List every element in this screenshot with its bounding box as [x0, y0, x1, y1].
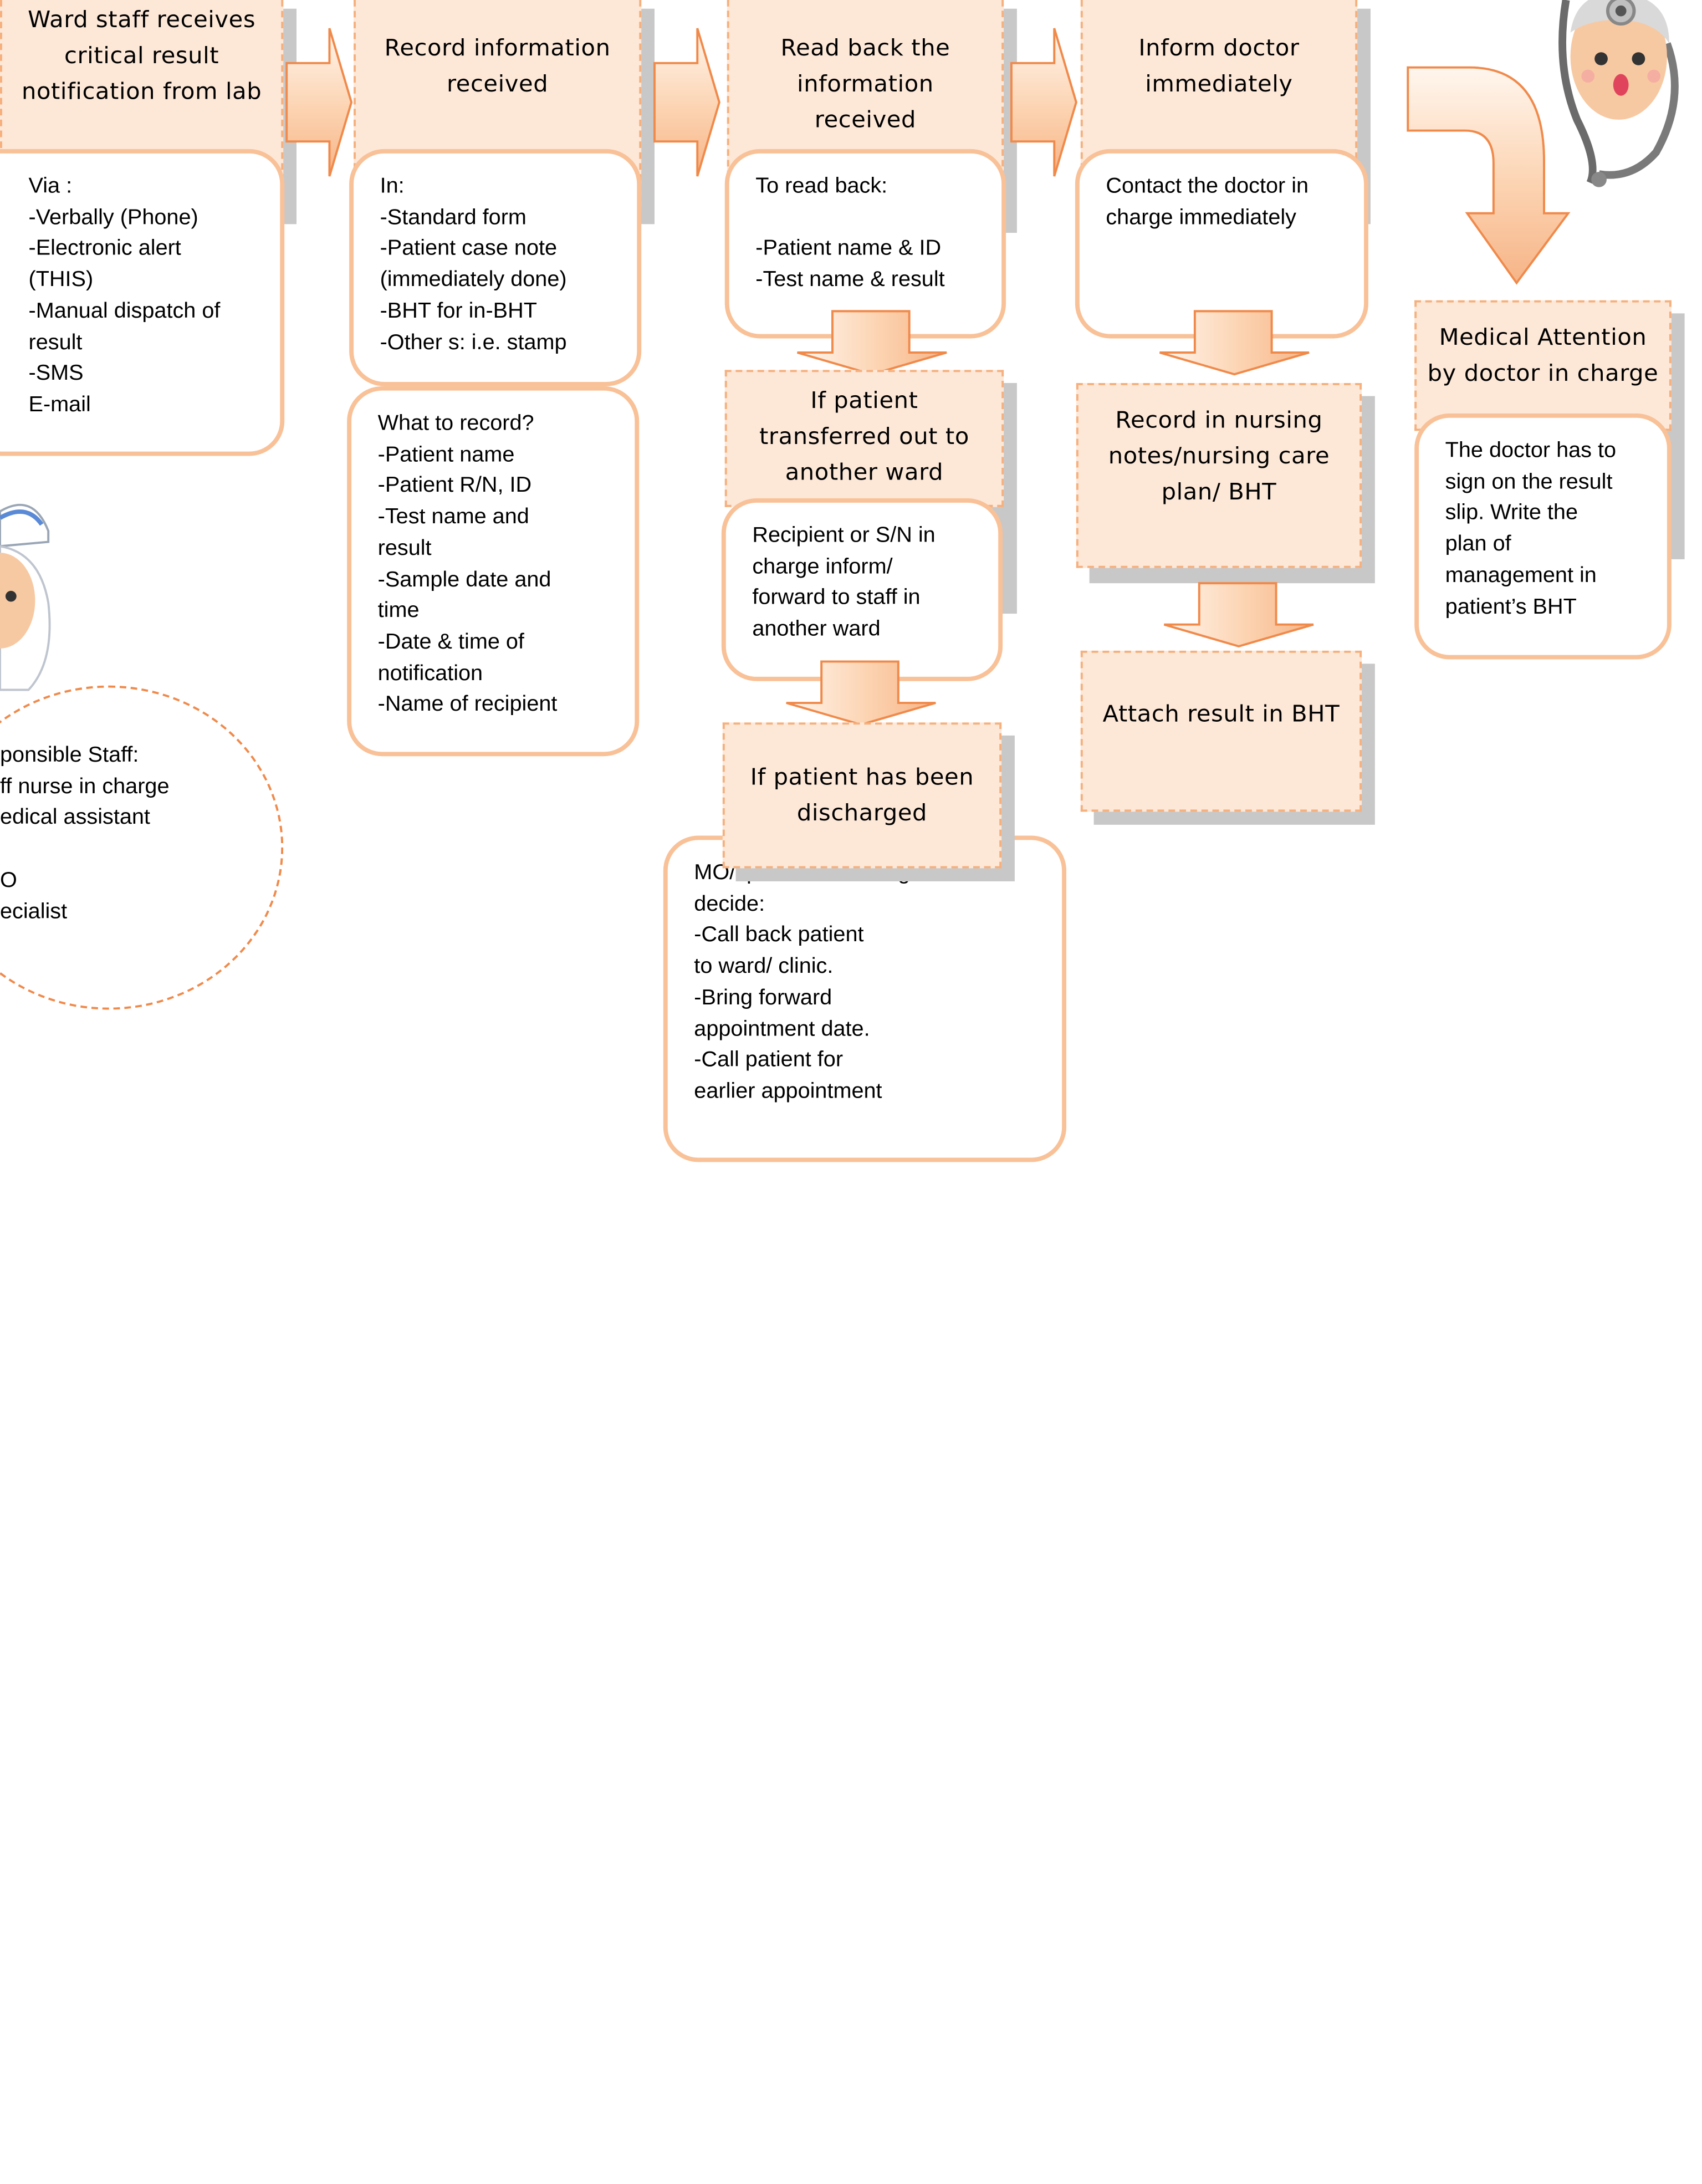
right-arrow-icon: [285, 28, 353, 177]
curved-arrow-icon: [1407, 66, 1571, 285]
transfer-detail-card: Recipient or S/N in charge inform/ forwa…: [721, 498, 1003, 681]
step1-detail-card: Via : -Verbally (Phone) -Electronic aler…: [0, 149, 285, 456]
step2-detail-card: In: -Standard form -Patient case note (i…: [349, 149, 642, 386]
down-arrow-icon: [1159, 310, 1310, 376]
down-arrow-icon: [1163, 582, 1314, 648]
right-arrow-icon: [1010, 28, 1077, 177]
step5-detail-card: The doctor has to sign on the result sli…: [1414, 413, 1672, 660]
step2-record-card: What to record? -Patient name -Patient R…: [347, 386, 640, 757]
step4-detail-card: Contact the doctor in charge immediately: [1075, 149, 1368, 339]
down-arrow-icon: [786, 660, 936, 726]
step1-title: Ward staff receives critical result noti…: [0, 0, 284, 213]
record-nursing-box: Record in nursing notes/nursing care pla…: [1076, 382, 1362, 568]
doctor-icon: [1558, 0, 1679, 187]
step5-title: Medical Attention by doctor in charge: [1414, 300, 1672, 431]
nurse-icon: [0, 503, 51, 691]
discharge-detail-card: MO/specialist in charge will decide: -Ca…: [663, 835, 1067, 1162]
right-arrow-icon: [653, 28, 720, 177]
attach-result-box: Attach result in BHT: [1080, 650, 1362, 812]
responsible-staff-text: ponsible Staff: ff nurse in charge edica…: [0, 743, 170, 923]
discharge-title: If patient has been discharged: [722, 722, 1002, 869]
transfer-title: If patient transferred out to another wa…: [724, 370, 1004, 507]
down-arrow-icon: [797, 310, 947, 376]
step3-detail-card: To read back: -Patient name & ID -Test n…: [724, 149, 1006, 339]
